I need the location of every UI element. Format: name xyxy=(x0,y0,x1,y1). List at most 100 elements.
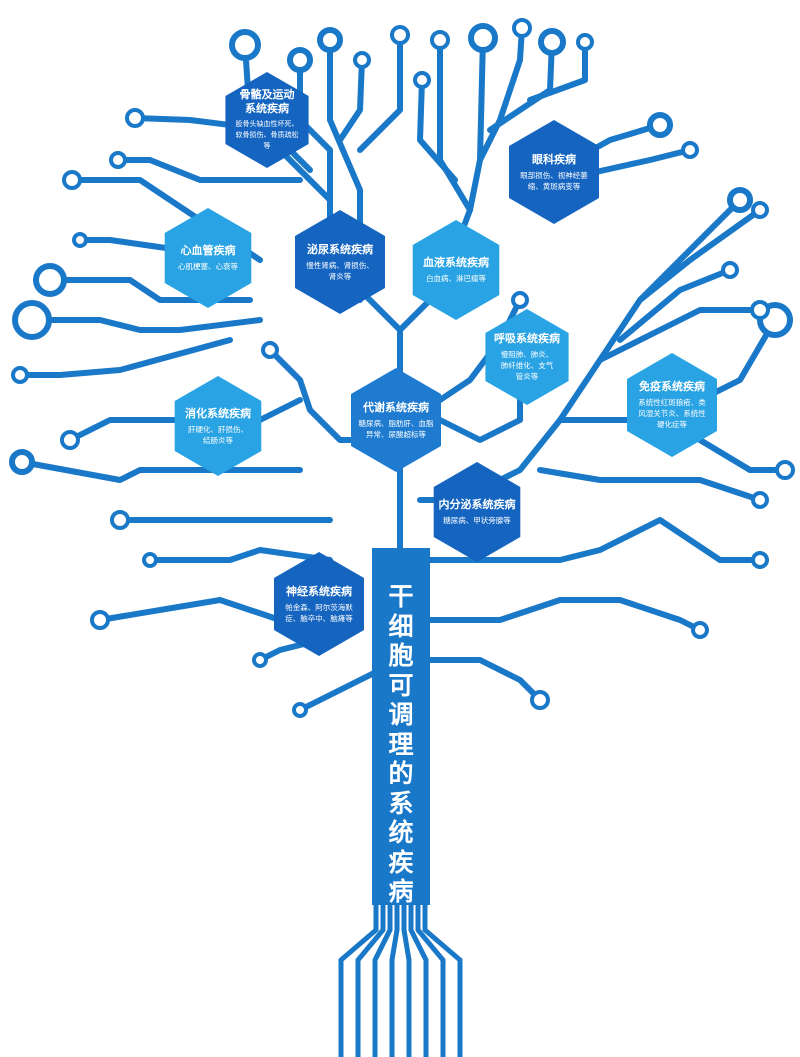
node-title: 血液系统疾病 xyxy=(423,256,489,269)
terminal-circle xyxy=(413,71,431,89)
terminal-circle xyxy=(12,300,52,340)
terminal-circle xyxy=(721,261,739,279)
node-urinary: 泌尿系统疾病 慢性肾病、肾损伤、 肾炎等 xyxy=(294,212,386,312)
root-line xyxy=(338,900,379,1057)
hexagon-shape xyxy=(225,72,309,168)
node-desc: 帕金森、阿尔茨海默 症、脑卒中、脑瘫等 xyxy=(285,602,353,623)
node-skeletal: 骨骼及运动 系统疾病 股骨头缺血性坏死、 软骨损伤、骨质疏松 等 xyxy=(228,77,306,163)
branch-line xyxy=(437,37,473,213)
root-line xyxy=(415,900,446,1057)
branch-line xyxy=(417,517,763,563)
terminal-circle xyxy=(691,621,709,639)
root-line xyxy=(408,900,429,1057)
terminal-circle xyxy=(775,460,795,480)
hexagon-shape xyxy=(164,208,252,308)
terminal-circle xyxy=(287,47,313,73)
terminal-circle xyxy=(430,30,450,50)
terminal-circle xyxy=(751,491,769,509)
node-title: 骨骼及运动 系统疾病 xyxy=(239,88,295,115)
terminal-circle xyxy=(681,141,699,159)
branch-line xyxy=(115,157,303,183)
terminal-circle xyxy=(292,702,308,718)
branch-line xyxy=(527,39,588,103)
node-title: 呼吸系统疾病 xyxy=(494,332,560,345)
terminal-circle xyxy=(62,170,82,190)
terminal-circle xyxy=(229,29,261,61)
node-title: 代谢系统疾病 xyxy=(363,400,429,414)
node-desc: 眼部损伤、视神经萎 缩、黄斑病变等 xyxy=(520,170,588,191)
terminal-circle xyxy=(576,33,594,51)
terminal-circle xyxy=(530,690,550,710)
node-desc: 糖尿病、脂肪肝、血脂 异常、尿酸超标等 xyxy=(358,418,434,439)
terminal-circle xyxy=(751,551,769,569)
node-title: 神经系统疾病 xyxy=(286,584,352,598)
hexagon-shape xyxy=(351,368,441,472)
branch-line xyxy=(19,459,303,483)
branch-line xyxy=(417,597,703,633)
trunk xyxy=(372,548,430,905)
branch-line xyxy=(17,337,233,378)
node-title: 泌尿系统疾病 xyxy=(307,242,373,256)
branch-line xyxy=(417,657,543,703)
node-desc: 慢阻肺、肺炎、 肺纤维化、支气 管炎等 xyxy=(500,350,554,381)
node-desc: 白血病、淋巴瘤等 xyxy=(426,274,486,283)
terminal-circle xyxy=(511,291,529,309)
terminal-circle xyxy=(142,552,158,568)
node-title: 消化系统疾病 xyxy=(185,406,251,420)
terminal-circle xyxy=(252,652,268,668)
node-blood: 血液系统疾病 白血病、淋巴瘤等 xyxy=(412,222,500,318)
terminal-circles xyxy=(9,18,795,718)
hexagon-shape xyxy=(295,210,385,314)
node-cardiovascular: 心血管疾病 心肌梗塞、心衰等 xyxy=(162,212,254,304)
hexagon-shape xyxy=(485,309,569,405)
node-desc: 心肌梗塞、心衰等 xyxy=(178,262,238,271)
node-title: 眼科疾病 xyxy=(532,152,576,166)
branch-line xyxy=(537,467,763,503)
terminal-circle xyxy=(750,300,770,320)
branch-line xyxy=(29,317,263,333)
branch-line xyxy=(617,267,733,343)
root-line xyxy=(372,900,393,1057)
terminal-circle xyxy=(110,510,130,530)
node-immune: 免疫系统疾病 系统性红斑狼疮、类 风湿关节炎、系统性 硬化症等 xyxy=(625,356,719,454)
node-desc: 肝硬化、肝损伤、 结肠炎等 xyxy=(188,424,248,445)
node-respiratory: 呼吸系统疾病 慢阻肺、肺炎、 肺纤维化、支气 管炎等 xyxy=(484,312,570,402)
branch-line xyxy=(297,657,403,713)
branch-line xyxy=(147,547,333,563)
terminal-circle xyxy=(90,610,110,630)
node-desc: 慢性肾病、肾损伤、 肾炎等 xyxy=(306,260,374,281)
terminal-circle xyxy=(353,51,371,69)
root-line xyxy=(401,900,412,1057)
terminal-circle xyxy=(60,430,80,450)
root-line xyxy=(389,900,400,1057)
terminal-circle xyxy=(125,108,145,128)
node-title: 心血管疾病 xyxy=(180,244,236,257)
terminal-circle xyxy=(261,341,279,359)
terminal-circle xyxy=(647,112,673,138)
hexagon-shape xyxy=(274,552,364,656)
node-desc: 系统性红斑狼疮、类 风湿关节炎、系统性 硬化症等 xyxy=(638,398,706,429)
hexagon-shape xyxy=(433,462,521,562)
branch-line xyxy=(357,32,403,153)
hexagon-shape xyxy=(174,376,262,476)
node-metabolic: 代谢系统疾病 糖尿病、脂肪肝、血脂 异常、尿酸超标等 xyxy=(350,372,442,468)
branch-line xyxy=(47,277,253,303)
terminal-circle xyxy=(109,151,127,169)
node-title: 免疫系统疾病 xyxy=(639,380,705,393)
terminal-circle xyxy=(317,27,343,53)
terminal-circle xyxy=(512,18,532,38)
terminal-circle xyxy=(11,366,29,384)
terminal-circle xyxy=(538,28,566,56)
node-ophthalmic: 眼科疾病 眼部损伤、视神经萎 缩、黄斑病变等 xyxy=(506,130,602,214)
terminal-circle xyxy=(9,449,35,475)
terminal-circle xyxy=(468,23,498,53)
branch-line xyxy=(637,207,763,303)
hexagon-shape xyxy=(627,353,717,457)
roots xyxy=(338,900,463,1057)
branch-line xyxy=(477,25,525,163)
hexagon-backgrounds xyxy=(164,72,717,656)
branch-line xyxy=(597,307,763,363)
node-digestive: 消化系统疾病 肝硬化、肝损伤、 结肠炎等 xyxy=(172,378,264,474)
root-line xyxy=(422,900,463,1057)
